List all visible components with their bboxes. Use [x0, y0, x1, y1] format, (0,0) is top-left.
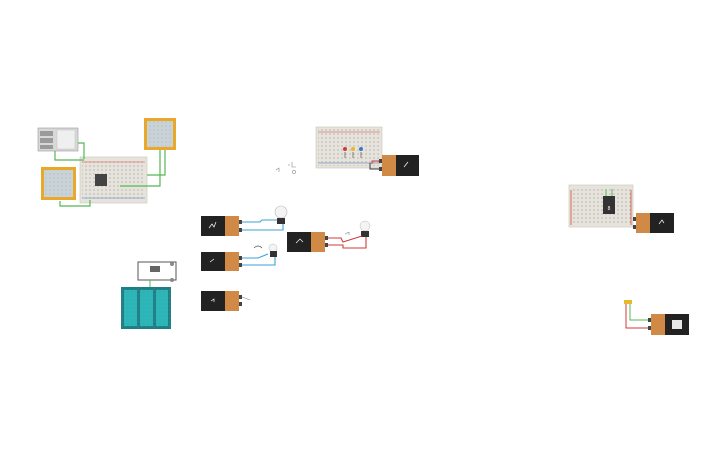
sensor-square-left[interactable] — [41, 167, 76, 200]
wires-battery-4 — [328, 231, 367, 249]
battery-4[interactable] — [287, 232, 328, 252]
bulb-1[interactable] — [274, 205, 288, 224]
battery-label-icon — [672, 320, 682, 329]
breadboard-right[interactable]: 8 — [568, 184, 634, 228]
wires-top-board — [369, 160, 379, 170]
slide-switch[interactable] — [137, 261, 177, 288]
bulb-2[interactable] — [268, 243, 278, 257]
led-blue-icon — [359, 147, 363, 151]
battery-1[interactable] — [201, 216, 242, 236]
seven-segment-icon — [603, 196, 615, 214]
led-red-icon — [343, 147, 347, 151]
sensor-panel[interactable] — [37, 127, 79, 152]
battery-5[interactable] — [379, 155, 419, 176]
loose-parts[interactable] — [275, 162, 296, 174]
bulb-3[interactable] — [359, 220, 371, 237]
breadboard-left[interactable] — [79, 156, 148, 204]
battery-3[interactable] — [201, 291, 251, 311]
chip-icon — [95, 174, 107, 186]
wires-battery-1 — [242, 219, 284, 231]
battery-6[interactable] — [633, 213, 674, 233]
wires-battery-2 — [242, 245, 276, 266]
microcontroller-board[interactable] — [121, 287, 171, 329]
wires-battery-7 — [624, 300, 648, 329]
led-yellow-icon — [351, 147, 355, 151]
svg-text:8: 8 — [608, 206, 611, 212]
sensor-square-right[interactable] — [144, 118, 176, 150]
led-icon — [624, 300, 632, 304]
battery-2[interactable] — [201, 252, 242, 271]
wires-left-cluster — [54, 142, 166, 207]
battery-7[interactable] — [648, 314, 689, 335]
breadboard-top[interactable] — [315, 126, 383, 169]
